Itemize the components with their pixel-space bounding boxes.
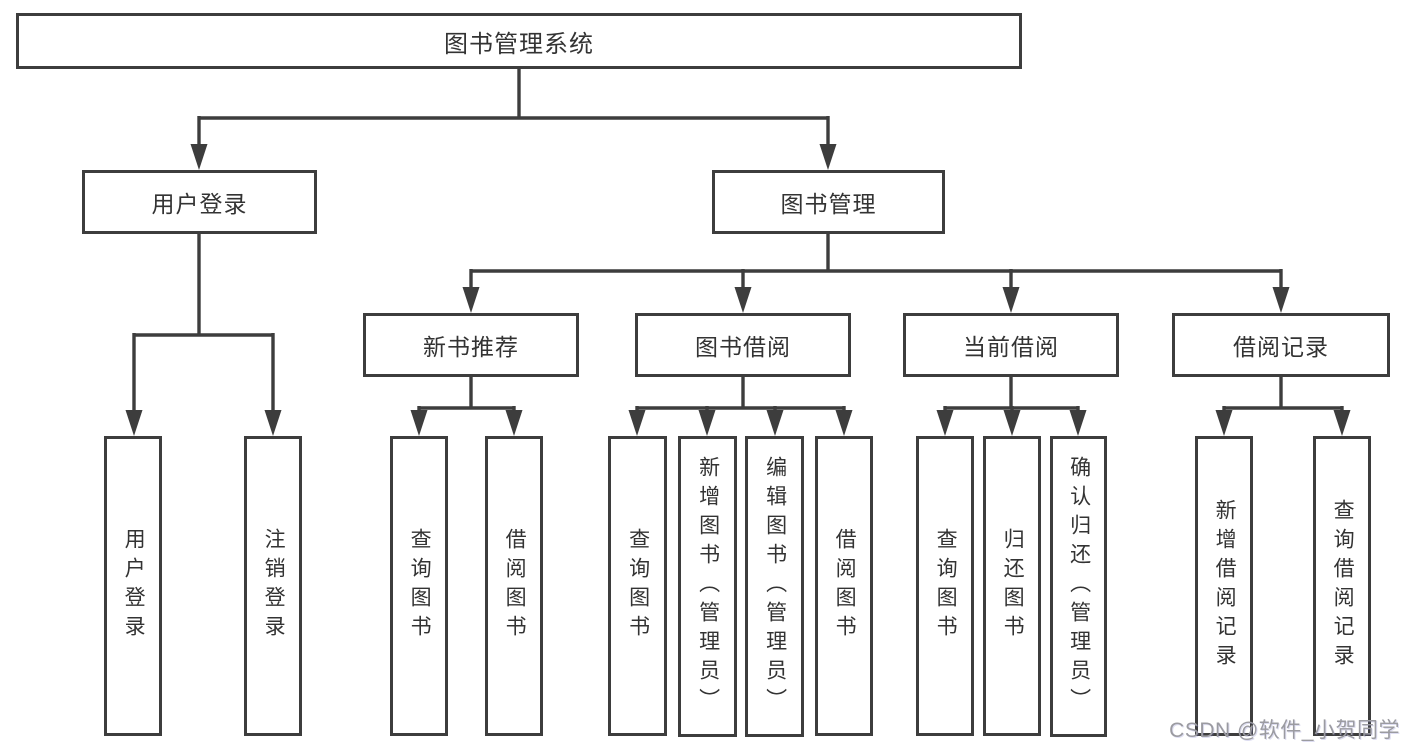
node-label: 当前借阅: [963, 334, 1059, 360]
leaf-current-query-books: 查询图书: [916, 436, 974, 736]
node-label: 新增借阅记录: [1213, 499, 1237, 673]
node-label: 查询图书: [408, 528, 432, 644]
node-current-borrowing: 当前借阅: [903, 313, 1119, 377]
node-label: 借阅记录: [1233, 334, 1329, 360]
node-label: 注销登录: [262, 528, 286, 644]
node-borrowing-records: 借阅记录: [1172, 313, 1390, 377]
node-label: 新书推荐: [423, 334, 519, 360]
node-label: 用户登录: [151, 191, 248, 217]
leaf-borrowing-query-books: 查询图书: [608, 436, 667, 736]
node-label: 查询借阅记录: [1331, 499, 1355, 673]
node-label: 图书管理: [780, 191, 877, 217]
node-label: 用户登录: [122, 528, 146, 644]
leaf-newbook-query-books: 查询图书: [390, 436, 448, 736]
leaf-records-query-record: 查询借阅记录: [1313, 436, 1371, 736]
leaf-records-add-record: 新增借阅记录: [1195, 436, 1253, 736]
leaf-borrowing-add-books-admin: 新增图书（管理员）: [678, 436, 737, 737]
node-label: 归还图书: [1001, 528, 1025, 644]
node-label: 查询图书: [934, 528, 958, 644]
node-root-library-system: 图书管理系统: [16, 13, 1022, 69]
node-label: 借阅图书: [503, 528, 527, 644]
leaf-current-return-books: 归还图书: [983, 436, 1041, 736]
node-label: 确认归还（管理员）: [1067, 456, 1091, 717]
node-label: 图书管理系统: [444, 30, 594, 58]
node-user-login: 用户登录: [82, 170, 317, 234]
leaf-borrowing-borrow-books: 借阅图书: [815, 436, 873, 736]
leaf-logout: 注销登录: [244, 436, 302, 736]
node-new-book-recommend: 新书推荐: [363, 313, 579, 377]
arrowhead-icons: [125, 144, 1351, 436]
leaf-user-login: 用户登录: [104, 436, 162, 736]
node-label: 借阅图书: [833, 528, 857, 644]
node-book-management: 图书管理: [712, 170, 945, 234]
leaf-newbook-borrow-books: 借阅图书: [485, 436, 543, 736]
node-label: 编辑图书（管理员）: [763, 456, 787, 717]
node-book-borrowing: 图书借阅: [635, 313, 851, 377]
node-label: 图书借阅: [695, 334, 791, 360]
node-label: 新增图书（管理员）: [696, 456, 720, 717]
leaf-borrowing-edit-books-admin: 编辑图书（管理员）: [745, 436, 804, 737]
leaf-current-confirm-return-admin: 确认归还（管理员）: [1050, 436, 1107, 737]
watermark: CSDN @软件_小贺同学: [1169, 719, 1400, 742]
node-label: 查询图书: [626, 528, 650, 644]
